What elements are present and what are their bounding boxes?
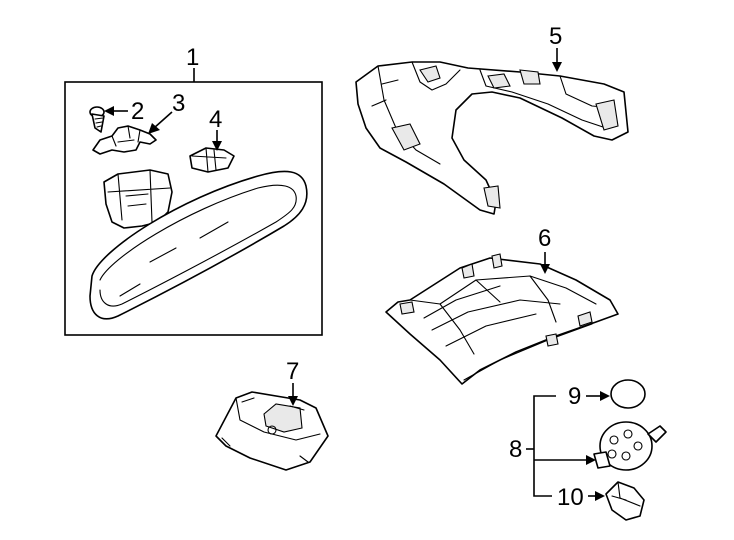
connector-part	[605, 481, 645, 521]
mirror-body	[89, 170, 308, 320]
callout-7-label: 7	[286, 358, 299, 385]
callout-5-label: 5	[549, 23, 562, 50]
gasket-part	[610, 379, 646, 409]
upper-cover-part	[355, 61, 629, 215]
callout-3-label: 3	[172, 90, 185, 117]
callout-9-arrowhead	[600, 391, 610, 401]
mirror-mount	[103, 169, 173, 229]
callout-1-label: 1	[186, 44, 199, 71]
callout-5-arrowhead	[552, 62, 562, 72]
callout-6-label: 6	[538, 225, 551, 252]
callout-3-arrowhead	[148, 123, 160, 134]
lower-tray-part	[385, 253, 619, 385]
clip-part	[189, 147, 235, 173]
callout-7-arrowhead	[288, 396, 298, 406]
sensor-part	[593, 421, 667, 471]
callout-4-label: 4	[209, 106, 222, 133]
callout-2-arrowhead	[104, 106, 114, 116]
module-part	[215, 391, 329, 471]
callout-10-arrowhead	[595, 491, 605, 501]
callout-2-label: 2	[131, 98, 144, 125]
callout-8-label: 8	[509, 436, 522, 463]
callout-8-arrowhead	[586, 455, 596, 465]
callout-10-label: 10	[557, 484, 584, 511]
callout-8-bracket	[533, 395, 586, 497]
callout-9-label: 9	[568, 383, 581, 410]
callout-6-arrowhead	[540, 264, 550, 274]
bracket-part	[92, 125, 157, 155]
screw-part	[89, 106, 105, 133]
sensor-group	[526, 379, 667, 521]
callout-4-arrowhead	[212, 141, 222, 151]
mirror-group	[64, 68, 323, 336]
callout-3-leader	[153, 111, 173, 129]
